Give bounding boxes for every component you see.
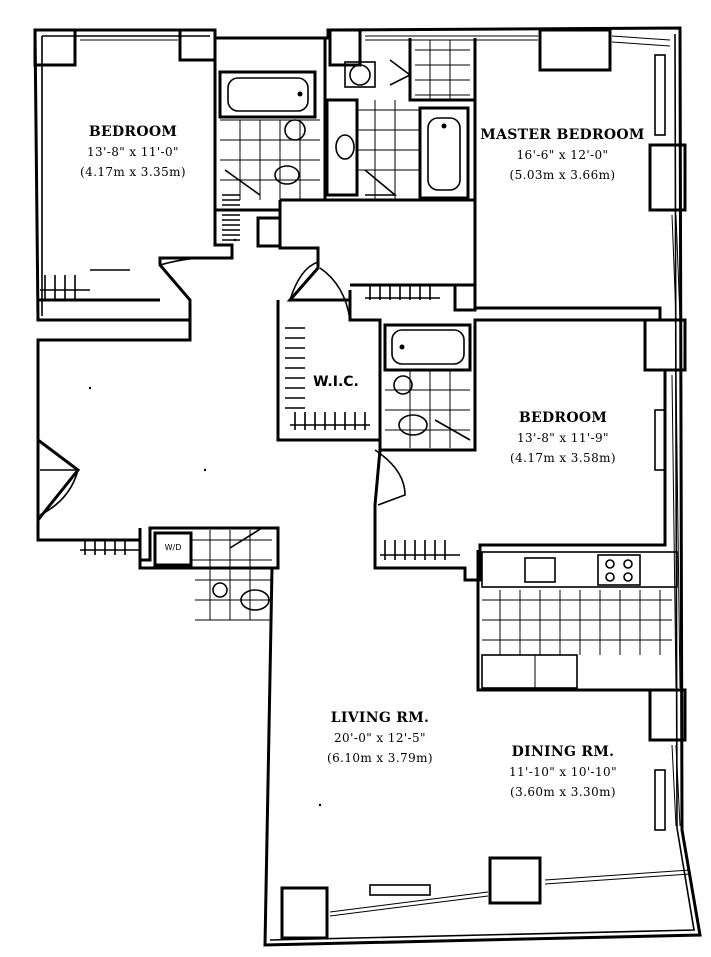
dining-room-dim-imperial: 11'-10" x 10'-10" xyxy=(508,765,618,779)
bedroom-2-dim-metric: (4.17m x 3.58m) xyxy=(510,451,616,465)
living-room-label: LIVING RM. 20'-0" x 12'-5" (6.10m x 3.79… xyxy=(295,708,465,768)
bathroom-master xyxy=(325,40,470,200)
door-swings xyxy=(39,59,471,549)
wic-label: W.I.C. xyxy=(313,374,359,390)
powder-laundry xyxy=(153,530,272,621)
dining-room-dim-metric: (3.60m x 3.30m) xyxy=(510,785,616,799)
bedroom-2-name: BEDROOM xyxy=(518,410,608,426)
bedroom-2-label: BEDROOM 13'-8" x 11'-9" (4.17m x 3.58m) xyxy=(478,408,648,468)
dining-room-label: DINING RM. 11'-10" x 10'-10" (3.60m x 3.… xyxy=(478,742,648,802)
bedroom-1-label: BEDROOM 13'-8" x 11'-0" (4.17m x 3.35m) xyxy=(48,122,218,182)
closet-shelves xyxy=(40,194,477,560)
drawing-specks xyxy=(88,238,322,807)
washer-dryer-label: W/D xyxy=(164,543,182,552)
bathroom-right xyxy=(383,323,472,448)
living-room-name: LIVING RM. xyxy=(330,710,430,726)
bedroom-1-dim-imperial: 13'-8" x 11'-0" xyxy=(87,145,179,159)
master-bedroom-dim-metric: (5.03m x 3.66m) xyxy=(509,168,616,182)
master-bedroom-dim-imperial: 16'-6" x 12'-0" xyxy=(516,148,609,162)
bathroom-left xyxy=(218,70,320,200)
bedroom-2-dim-imperial: 13'-8" x 11'-9" xyxy=(517,431,609,445)
dining-room-name: DINING RM. xyxy=(511,744,615,760)
bedroom-1-dim-metric: (4.17m x 3.35m) xyxy=(80,165,186,179)
bedroom-1-name: BEDROOM xyxy=(88,124,178,140)
master-bedroom-name: MASTER BEDROOM xyxy=(480,127,645,143)
living-room-dim-metric: (6.10m x 3.79m) xyxy=(327,751,433,765)
living-room-dim-imperial: 20'-0" x 12'-5" xyxy=(334,731,426,745)
master-bedroom-label: MASTER BEDROOM 16'-6" x 12'-0" (5.03m x … xyxy=(475,125,650,185)
kitchen xyxy=(481,551,678,689)
